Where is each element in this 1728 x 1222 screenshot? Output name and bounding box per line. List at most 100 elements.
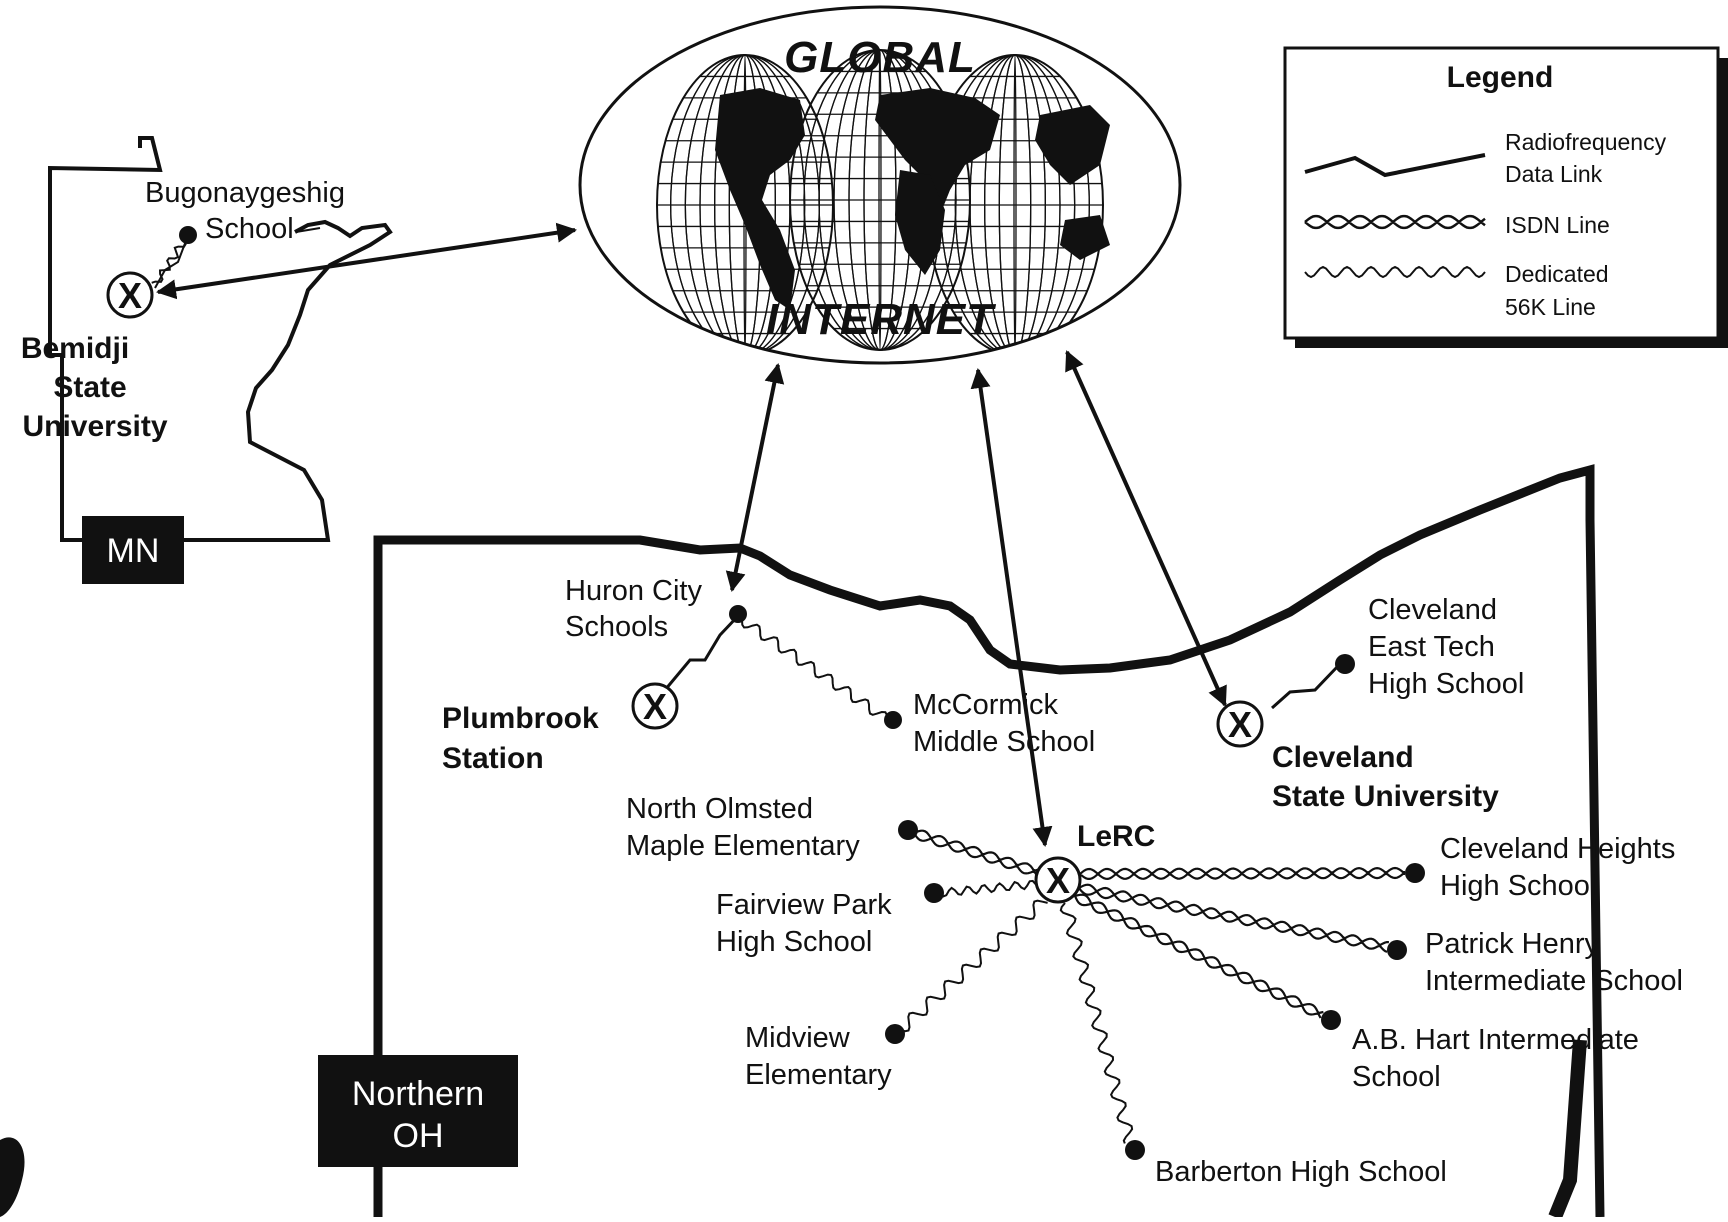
mn-state-label: MN bbox=[82, 516, 184, 584]
barberton-label: Barberton High School bbox=[1155, 1156, 1447, 1188]
dedicated-line-fairview bbox=[939, 879, 1037, 898]
east-tech-dot-icon bbox=[1335, 654, 1355, 674]
svg-text:Cleveland Heights: Cleveland Heights bbox=[1440, 833, 1675, 865]
ab-hart-label: A.B. Hart Intermediate School bbox=[1352, 1024, 1639, 1093]
svg-text:Station: Station bbox=[442, 742, 544, 775]
svg-text:Data Link: Data Link bbox=[1505, 161, 1603, 187]
svg-text:Elementary: Elementary bbox=[745, 1059, 892, 1091]
svg-text:High School: High School bbox=[716, 926, 872, 958]
svg-text:Cleveland: Cleveland bbox=[1368, 594, 1497, 626]
dedicated-56k-lines bbox=[151, 234, 1134, 1144]
plumbrook-label: Plumbrook Station bbox=[442, 702, 599, 775]
isdn-line-north-olmsted bbox=[913, 829, 1039, 876]
svg-text:Radiofrequency: Radiofrequency bbox=[1505, 129, 1667, 155]
bemidji-hub-icon: X bbox=[106, 271, 154, 319]
link-lerc-internet bbox=[970, 368, 1053, 847]
svg-text:A.B. Hart Intermediate: A.B. Hart Intermediate bbox=[1352, 1024, 1639, 1056]
svg-text:Cleveland: Cleveland bbox=[1272, 741, 1414, 774]
midview-dot-icon bbox=[885, 1024, 905, 1044]
svg-text:Huron City: Huron City bbox=[565, 575, 702, 607]
patrick-henry-dot-icon bbox=[1387, 940, 1407, 960]
cleveland-heights-dot-icon bbox=[1405, 863, 1425, 883]
dedicated-line-swatch bbox=[1304, 265, 1486, 279]
svg-text:X: X bbox=[118, 275, 142, 316]
svg-text:University: University bbox=[22, 410, 167, 443]
svg-text:East Tech: East Tech bbox=[1368, 631, 1495, 663]
svg-text:Bugonaygeshig: Bugonaygeshig bbox=[145, 177, 345, 209]
isdn-line-ab-hart bbox=[1074, 893, 1324, 1019]
cleveland-heights-label: Cleveland Heights High School bbox=[1440, 833, 1675, 902]
svg-text:Legend: Legend bbox=[1447, 61, 1554, 94]
svg-text:Maple Elementary: Maple Elementary bbox=[626, 830, 860, 862]
svg-text:Patrick Henry: Patrick Henry bbox=[1425, 928, 1600, 960]
site-connections bbox=[154, 227, 1340, 710]
north-olmsted-label: North Olmsted Maple Elementary bbox=[626, 793, 860, 862]
svg-text:Middle School: Middle School bbox=[913, 726, 1095, 758]
svg-text:State: State bbox=[53, 371, 126, 404]
east-tech-label: Cleveland East Tech High School bbox=[1368, 594, 1524, 700]
svg-text:McCormick: McCormick bbox=[913, 689, 1058, 721]
midview-label: Midview Elementary bbox=[745, 1022, 892, 1091]
radiofrequency-link-swatch bbox=[1304, 153, 1486, 178]
link-csu-internet bbox=[1065, 350, 1227, 707]
svg-text:INTERNET: INTERNET bbox=[766, 295, 996, 344]
svg-text:Bemidji: Bemidji bbox=[21, 332, 129, 365]
svg-text:Schools: Schools bbox=[565, 611, 668, 643]
csu-hub-icon: X bbox=[1216, 700, 1264, 748]
svg-text:North Olmsted: North Olmsted bbox=[626, 793, 813, 825]
isdn-lines bbox=[913, 829, 1405, 1019]
svg-text:State University: State University bbox=[1272, 780, 1499, 813]
svg-text:Intermediate School: Intermediate School bbox=[1425, 965, 1683, 997]
svg-text:X: X bbox=[643, 686, 667, 727]
barberton-dot-icon bbox=[1125, 1140, 1145, 1160]
mccormick-label: McCormick Middle School bbox=[913, 689, 1095, 758]
mccormick-dot-icon bbox=[884, 711, 902, 729]
plumbrook-hub-icon: X bbox=[631, 682, 679, 730]
dedicated-line-mccormick bbox=[741, 619, 888, 716]
svg-text:56K Line: 56K Line bbox=[1505, 294, 1596, 320]
fairview-park-dot-icon bbox=[924, 883, 944, 903]
ohio-outline bbox=[373, 464, 1605, 1220]
dedicated-line-barberton bbox=[1059, 902, 1134, 1144]
site-markers bbox=[179, 226, 1425, 1160]
svg-text:ISDN Line: ISDN Line bbox=[1505, 212, 1610, 238]
lerc-label: LeRC bbox=[1077, 820, 1155, 853]
patrick-henry-label: Patrick Henry Intermediate School bbox=[1425, 928, 1683, 997]
svg-text:High School: High School bbox=[1368, 668, 1524, 700]
svg-text:High School: High School bbox=[1440, 870, 1596, 902]
link-bemidji-internet bbox=[156, 222, 577, 300]
isdn-line-swatch bbox=[1304, 214, 1486, 230]
svg-text:GLOBAL: GLOBAL bbox=[784, 33, 976, 82]
north-olmsted-dot-icon bbox=[898, 820, 918, 840]
radiofrequency-links bbox=[156, 222, 1227, 847]
global-internet-globe: GLOBAL INTERNET bbox=[578, 5, 1182, 365]
page-edge-mark bbox=[0, 1137, 25, 1217]
svg-text:School: School bbox=[205, 213, 294, 245]
dedicated-line-bugonaygeshig bbox=[151, 234, 189, 284]
svg-text:Dedicated: Dedicated bbox=[1505, 261, 1609, 287]
cleveland-state-label: Cleveland State University bbox=[1272, 741, 1499, 813]
svg-text:Plumbrook: Plumbrook bbox=[442, 702, 599, 735]
ab-hart-dot-icon bbox=[1321, 1010, 1341, 1030]
ohio-state-label: Northern OH bbox=[318, 1055, 518, 1167]
fairview-park-label: Fairview Park High School bbox=[716, 889, 892, 958]
svg-text:Northern: Northern bbox=[352, 1075, 484, 1113]
bugonaygeshig-label: Bugonaygeshig School bbox=[145, 177, 345, 245]
svg-text:School: School bbox=[1352, 1061, 1441, 1093]
huron-city-dot-icon bbox=[729, 605, 747, 623]
legend: Legend Radiofrequency Data Link ISDN Lin… bbox=[1283, 46, 1728, 348]
lerc-hub-icon: X bbox=[1034, 856, 1082, 904]
link-huron-internet bbox=[725, 363, 785, 592]
isdn-line-patrick-henry bbox=[1078, 883, 1389, 953]
svg-text:Midview: Midview bbox=[745, 1022, 851, 1054]
huron-city-label: Huron City Schools bbox=[565, 575, 702, 643]
svg-text:X: X bbox=[1046, 860, 1070, 901]
svg-text:MN: MN bbox=[107, 532, 160, 570]
bugonaygeshig-dot-icon bbox=[179, 226, 197, 244]
svg-text:Fairview Park: Fairview Park bbox=[716, 889, 892, 921]
isdn-line-cleveland-heights bbox=[1079, 866, 1405, 881]
svg-text:X: X bbox=[1228, 704, 1252, 745]
bemidji-label: Bemidji State University bbox=[21, 332, 168, 443]
dedicated-line-midview bbox=[899, 899, 1048, 1033]
